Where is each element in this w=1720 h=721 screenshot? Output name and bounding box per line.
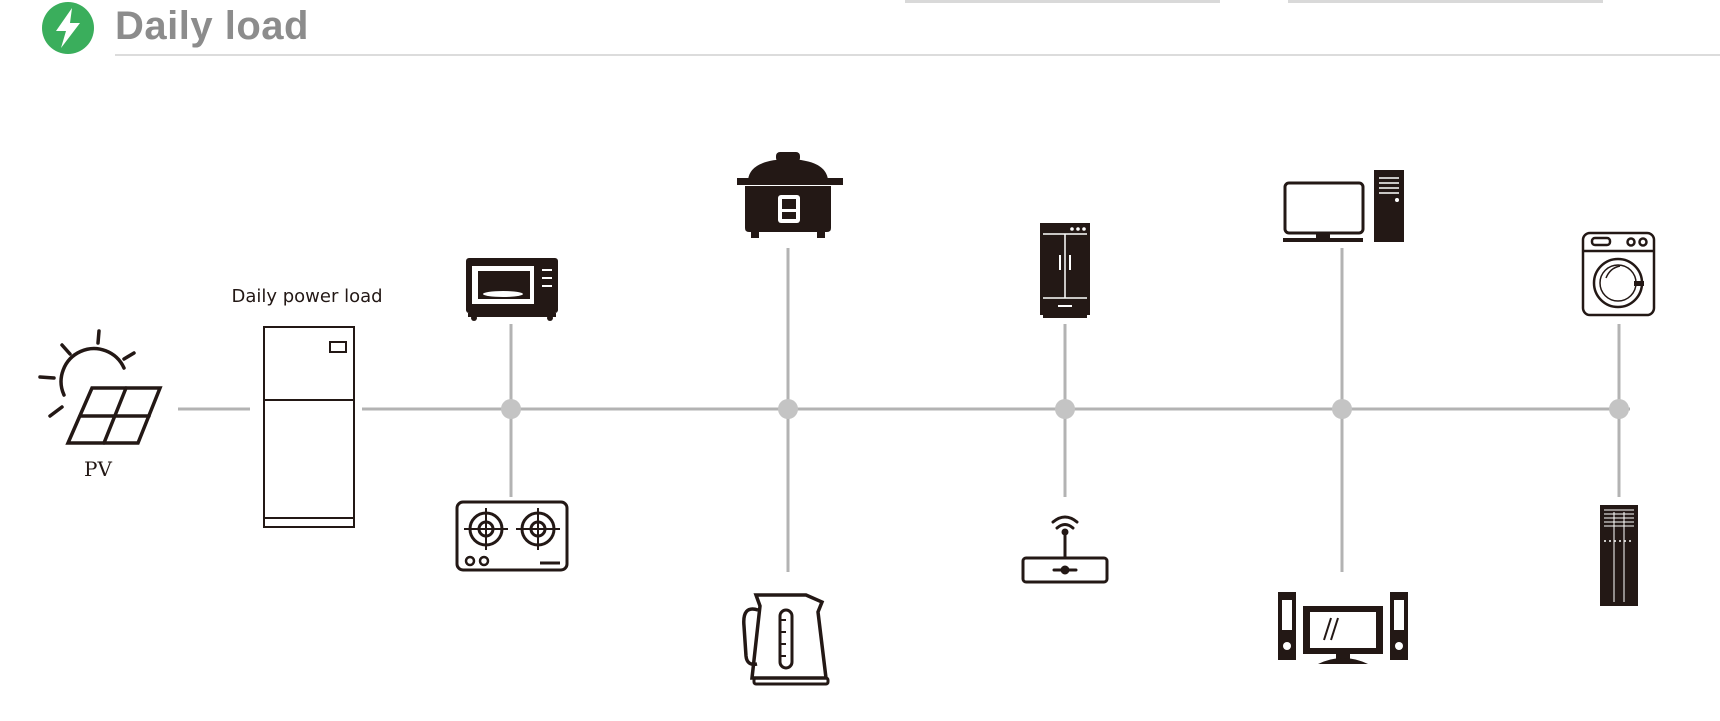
- page-title: Daily load: [115, 4, 309, 48]
- junction-node: [501, 399, 521, 419]
- air-conditioner-icon: [1600, 505, 1638, 606]
- gas-stove-icon: [455, 500, 569, 572]
- top-edge-tab: [1288, 0, 1603, 3]
- storage-label: Daily power load: [231, 286, 382, 307]
- junction-node: [1609, 399, 1629, 419]
- home-theater-icon: [1278, 592, 1408, 664]
- solar-panel-icon: [38, 329, 163, 445]
- header: Daily load: [0, 0, 1720, 60]
- title-divider: [115, 54, 1720, 56]
- junction-node: [1055, 399, 1075, 419]
- top-edge-tab: [905, 0, 1220, 3]
- junction-node: [1332, 399, 1352, 419]
- rice-cooker-icon: [737, 152, 843, 238]
- pv-label: PV: [84, 457, 112, 481]
- desktop-computer-icon: [1283, 170, 1404, 242]
- junction-nodes: [501, 399, 1629, 419]
- refrigerator-icon: [1040, 223, 1090, 318]
- microwave-oven-icon: [466, 258, 558, 321]
- wifi-router-icon: [1021, 515, 1109, 584]
- electric-kettle-icon: [742, 593, 830, 686]
- battery-cabinet-icon: [263, 326, 355, 528]
- washing-machine-icon: [1581, 231, 1656, 317]
- junction-node: [778, 399, 798, 419]
- bus-lines: [178, 248, 1630, 572]
- lightning-bolt-icon: [42, 2, 94, 54]
